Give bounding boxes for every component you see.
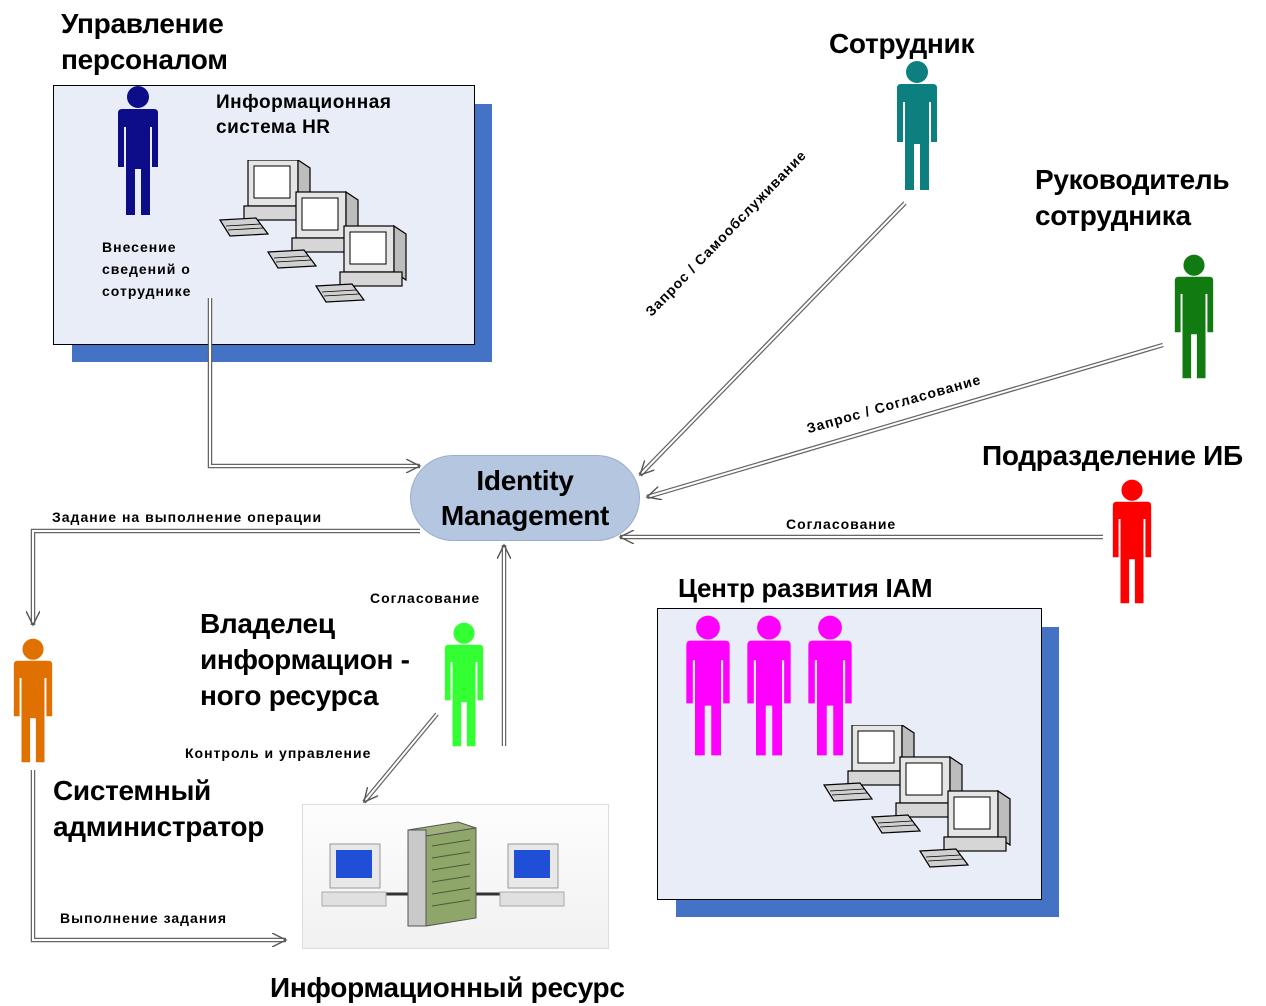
owner-approve-label: Согласование — [370, 590, 481, 606]
hr-system-label: Информационная система HR — [216, 92, 392, 138]
identity-management-label: Identity Management — [440, 465, 610, 531]
person-icon — [13, 638, 53, 763]
sysadmin-exec-label: Выполнение задания — [60, 910, 228, 926]
manager-title: Руководитель сотрудника — [1035, 164, 1230, 231]
resource-title: Информационный ресурс — [270, 972, 625, 1003]
owner-control-label: Контроль и управление — [185, 745, 372, 761]
workstation-icon — [218, 160, 407, 303]
employee-title: Сотрудник — [829, 28, 975, 59]
security-title: Подразделение ИБ — [982, 440, 1243, 471]
person-icon — [444, 622, 484, 747]
security-arrow-label: Согласование — [786, 516, 897, 532]
hr-input-label: Внесение сведений о сотруднике — [102, 239, 192, 299]
owner-title: Владелец информацион - ного ресурса — [200, 608, 410, 711]
hr-title: Управление персоналом — [61, 8, 228, 75]
person-icon — [686, 615, 730, 756]
server-icon — [321, 821, 565, 927]
person-icon — [1174, 254, 1214, 379]
person-icon — [747, 615, 791, 756]
person-icon — [118, 86, 158, 215]
sysadmin-title: Системный администратор — [53, 775, 265, 842]
person-icon — [808, 615, 852, 756]
task-label: Задание на выполнение операции — [52, 509, 323, 525]
person-icon — [1112, 479, 1152, 604]
identity-management-node: Identity Management — [410, 455, 640, 541]
hr-to-im-arrow — [207, 298, 420, 469]
iam-center-title: Центр развития IAM — [678, 573, 933, 603]
person-icon — [897, 61, 937, 190]
workstation-icon — [822, 725, 1011, 868]
